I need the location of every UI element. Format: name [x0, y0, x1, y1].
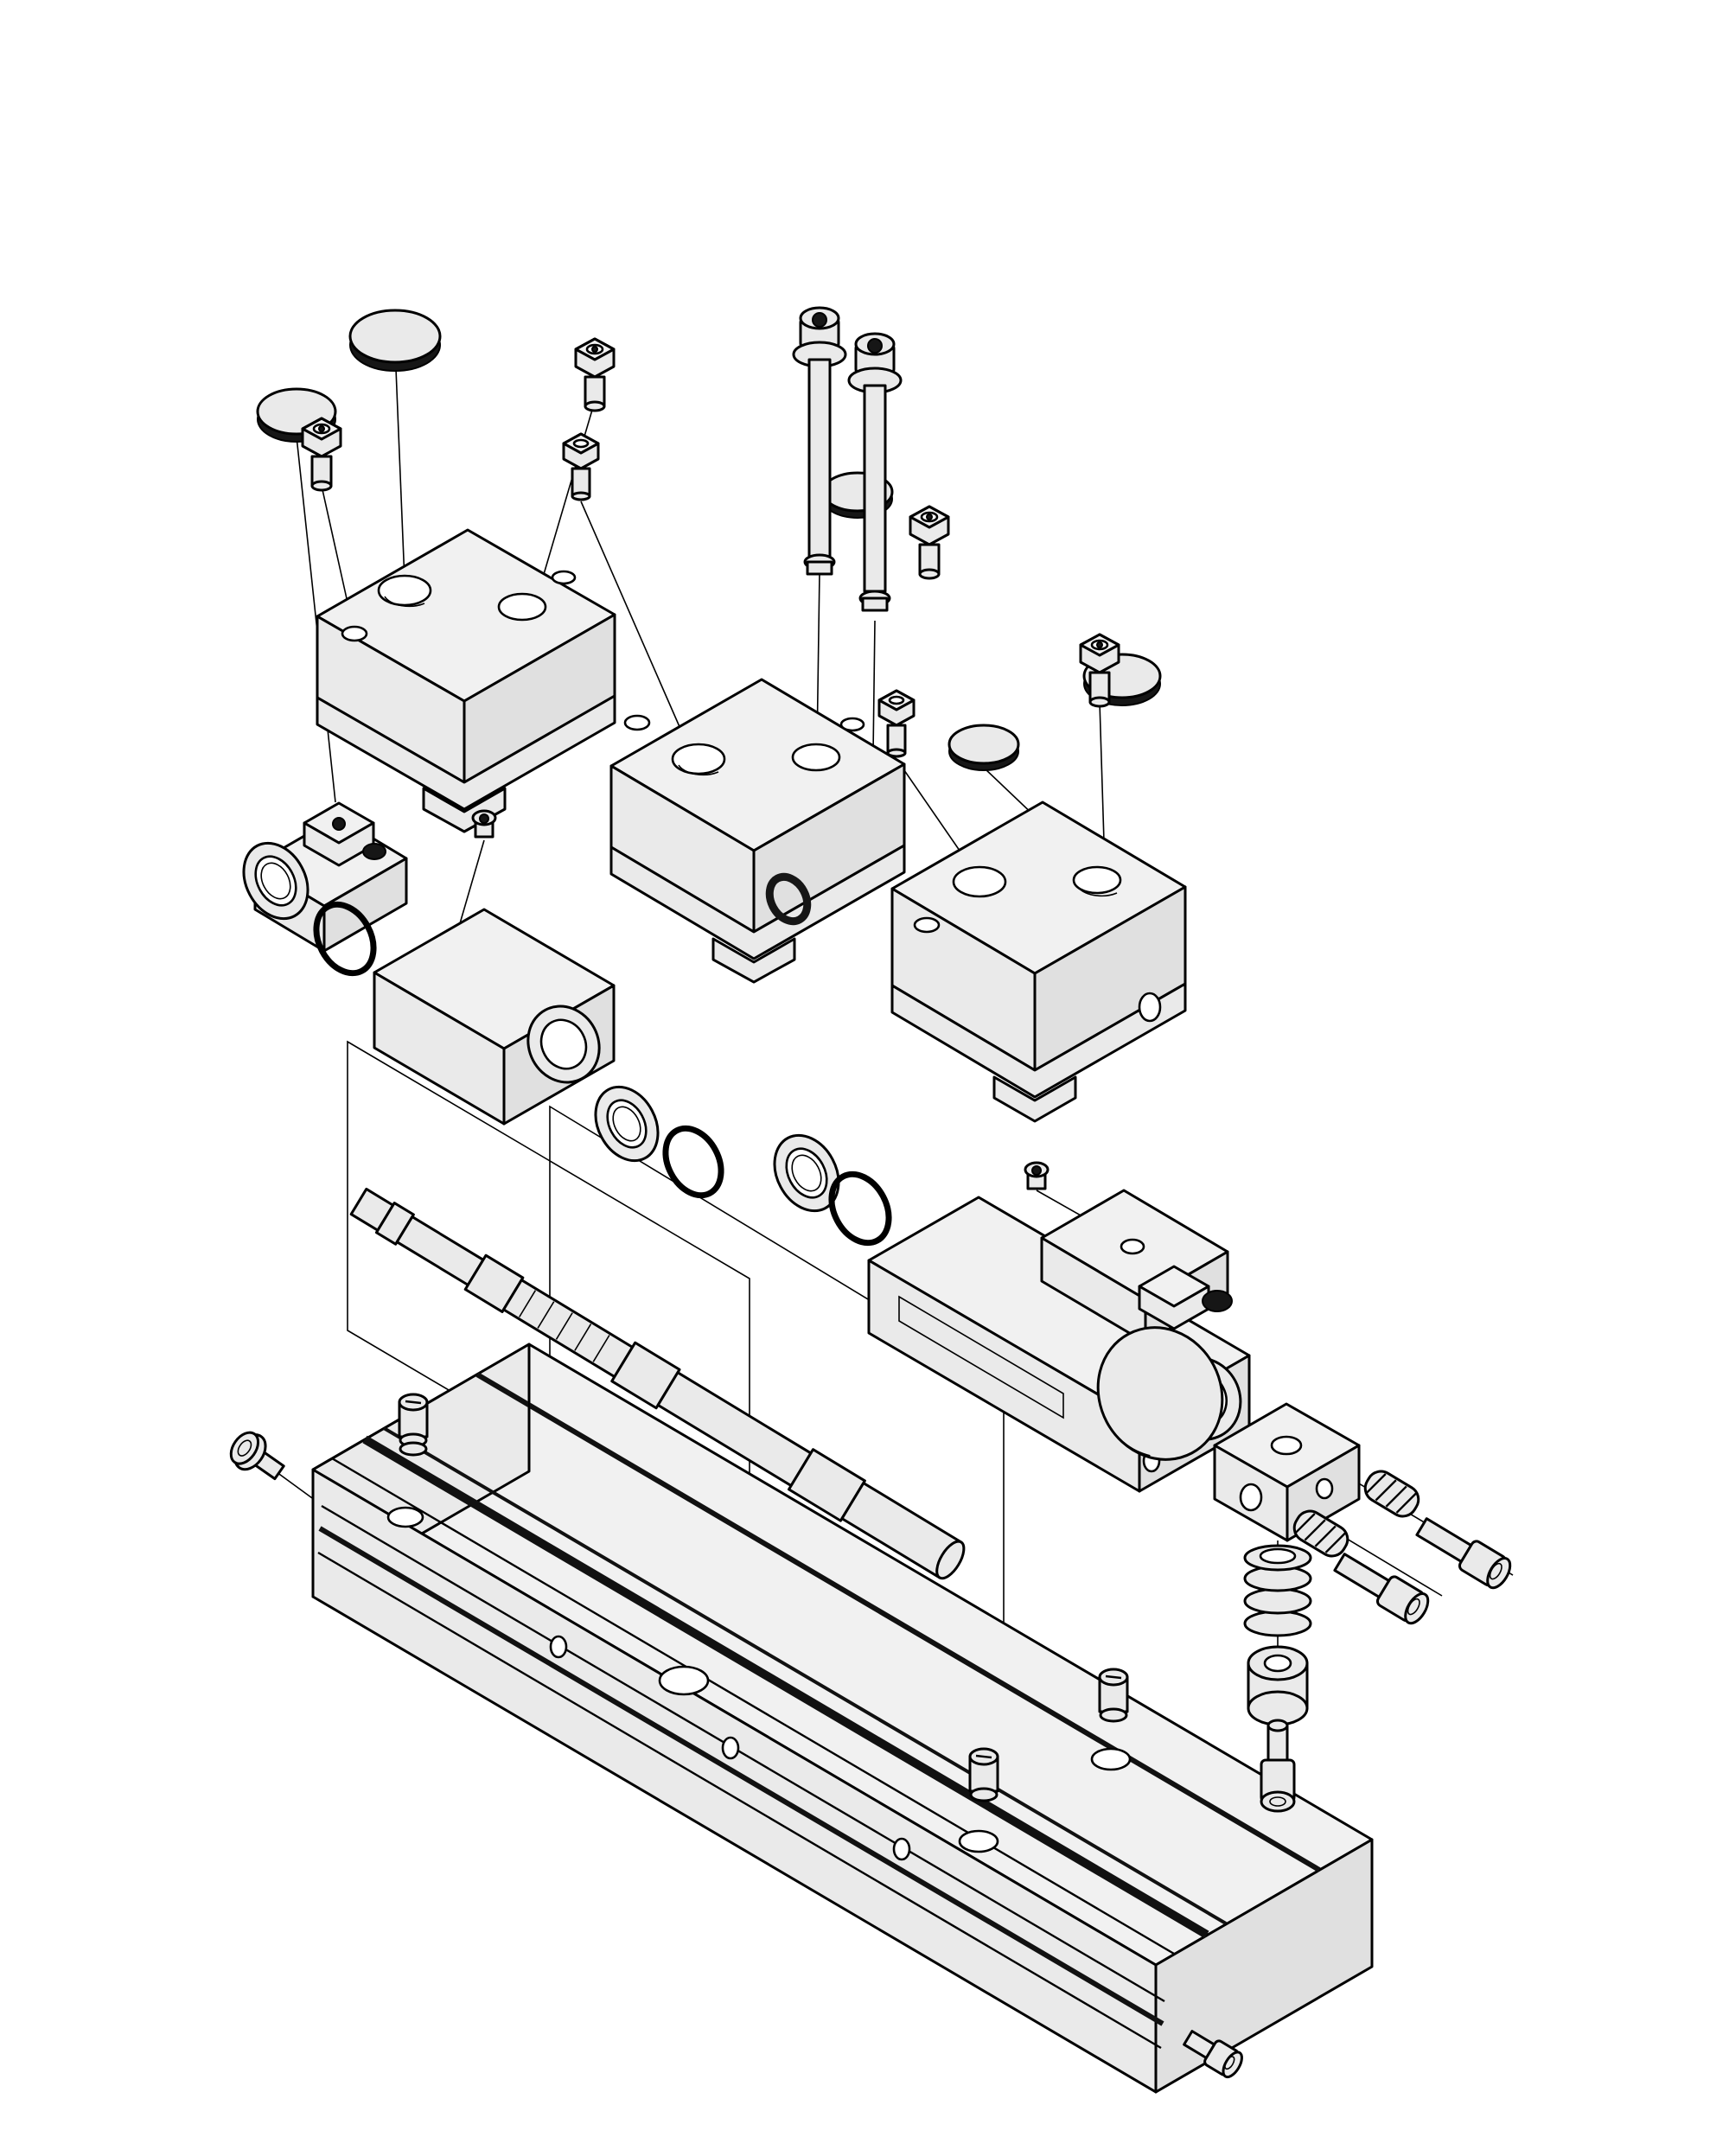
t-nut-screw — [877, 689, 916, 758]
center-plate — [609, 678, 906, 984]
rail-hole — [658, 1665, 710, 1696]
spring — [1292, 1509, 1349, 1558]
stud-screw — [847, 332, 903, 612]
top-plate-right — [890, 801, 1187, 1123]
t-nut-screws — [301, 337, 1120, 758]
shoulder-screw — [1415, 1517, 1512, 1590]
ring-set-right — [773, 1133, 892, 1247]
bearing-ring — [242, 841, 309, 921]
end-washer — [1096, 1326, 1224, 1461]
shoulder-screw — [1333, 1553, 1430, 1625]
rail-hole — [386, 1506, 424, 1528]
bearing-ring — [773, 1133, 840, 1213]
plug-disc — [947, 724, 1020, 771]
t-nut-screw — [562, 432, 600, 501]
t-nut-screw — [301, 417, 342, 492]
spring-plunger — [968, 1747, 999, 1802]
tip-screw — [1183, 2030, 1243, 2079]
stud-screw — [792, 306, 847, 576]
bushing — [1247, 1645, 1309, 1726]
t-nut-screw — [1079, 633, 1120, 708]
flat-screw — [229, 1431, 285, 1481]
spring-stack — [1243, 1544, 1312, 1637]
stud-screws — [792, 306, 903, 612]
bearing-ring — [594, 1085, 660, 1163]
spring-plunger — [398, 1393, 429, 1457]
end-bracket — [1213, 1402, 1361, 1542]
slide-body-left — [253, 801, 616, 1126]
set-screw — [471, 809, 497, 839]
rail-hole — [958, 1829, 999, 1853]
o-ring — [362, 843, 386, 860]
ring-set-mid — [594, 1085, 724, 1199]
snap-ring — [313, 901, 377, 977]
o-ring — [1202, 1290, 1233, 1312]
lead-screw — [349, 1187, 966, 1580]
o-ring — [765, 872, 812, 926]
set-screw — [1024, 1161, 1050, 1190]
plug-disc — [348, 309, 442, 372]
snap-ring — [662, 1125, 724, 1199]
ring-set-left — [242, 841, 377, 977]
top-plate-left — [316, 528, 616, 833]
socket-screw — [1260, 1719, 1296, 1813]
base-rail — [311, 1343, 1374, 2094]
snap-ring — [828, 1170, 892, 1247]
rail-hole — [1090, 1747, 1132, 1771]
spring-plunger — [1098, 1668, 1129, 1723]
t-nut-screw — [574, 337, 616, 412]
t-nut-screw — [909, 505, 950, 580]
spring — [1363, 1470, 1420, 1518]
